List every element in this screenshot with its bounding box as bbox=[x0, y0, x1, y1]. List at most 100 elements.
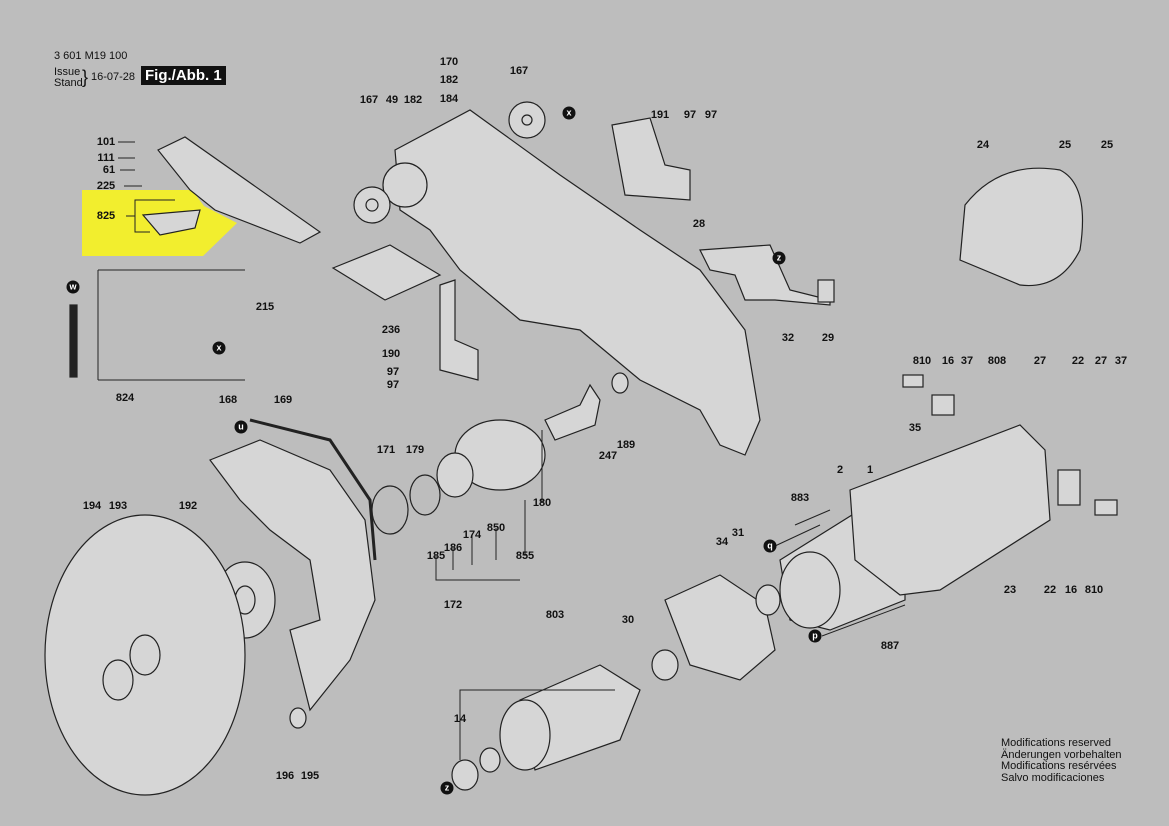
part-callout: 196 bbox=[275, 770, 295, 782]
part-callout: 186 bbox=[443, 542, 463, 554]
issue-label: Issue bbox=[54, 66, 81, 78]
part-callout: 37 bbox=[960, 355, 974, 367]
part-callout: 824 bbox=[115, 392, 135, 404]
part-callout: 185 bbox=[426, 550, 446, 562]
note-de: Änderungen vorbehalten bbox=[1001, 748, 1122, 761]
part-callout: 167 bbox=[359, 94, 379, 106]
part-callout: 97 bbox=[683, 109, 697, 121]
lower-guard-168 bbox=[209, 439, 376, 712]
part-callout: 16 bbox=[941, 355, 955, 367]
part-callout: 247 bbox=[598, 450, 618, 462]
reference-marker: z bbox=[440, 781, 454, 795]
part-callout: 184 bbox=[439, 93, 459, 105]
part-callout: 25 bbox=[1100, 139, 1114, 151]
part-callout: 810 bbox=[912, 355, 932, 367]
reference-marker: x bbox=[212, 341, 226, 355]
bracket-190 bbox=[439, 279, 479, 381]
part-callout: 850 bbox=[486, 522, 506, 534]
part-callout: 225 bbox=[96, 180, 116, 192]
bracket-191 bbox=[611, 117, 691, 201]
plate-236 bbox=[331, 244, 442, 301]
part-callout: 61 bbox=[102, 164, 116, 176]
reference-marker: x bbox=[562, 106, 576, 120]
motor-housing-1 bbox=[849, 424, 1051, 596]
part-callout: 189 bbox=[616, 439, 636, 451]
part-callout: 1 bbox=[866, 464, 874, 476]
part-callout: 30 bbox=[621, 614, 635, 626]
part-callout: 182 bbox=[403, 94, 423, 106]
motor-cap-24 bbox=[959, 167, 1083, 287]
part-callout: 170 bbox=[439, 56, 459, 68]
part-callout: 31 bbox=[731, 527, 745, 539]
reference-marker: w bbox=[66, 280, 80, 294]
part-callout: 169 bbox=[273, 394, 293, 406]
part-callout: 27 bbox=[1033, 355, 1047, 367]
part-callout: 192 bbox=[178, 500, 198, 512]
figure-title: Fig./Abb. 1 bbox=[141, 66, 226, 85]
part-callout: 167 bbox=[509, 65, 529, 77]
part-callout: 97 bbox=[386, 379, 400, 391]
part-callout: 29 bbox=[821, 332, 835, 344]
stand-label: Stand bbox=[54, 77, 83, 89]
brace: } bbox=[82, 67, 89, 87]
reference-marker: z bbox=[772, 251, 786, 265]
upper-guard bbox=[157, 136, 322, 244]
part-callout: 111 bbox=[97, 152, 115, 164]
note-fr: Modifications resérvées bbox=[1001, 760, 1117, 772]
part-callout: 808 bbox=[987, 355, 1007, 367]
part-callout: 16 bbox=[1064, 584, 1078, 596]
part-callout: 97 bbox=[386, 366, 400, 378]
part-callout: 215 bbox=[255, 301, 275, 313]
seal-169 bbox=[249, 418, 377, 561]
part-callout: 2 bbox=[836, 464, 844, 476]
knob-29 bbox=[817, 279, 835, 303]
part-callout: 190 bbox=[381, 348, 401, 360]
part-callout: 24 bbox=[976, 139, 990, 151]
part-callout: 855 bbox=[515, 550, 535, 562]
fan-housing-34 bbox=[664, 574, 776, 681]
part-callout: 887 bbox=[880, 640, 900, 652]
part-callout: 174 bbox=[462, 529, 482, 541]
part-callout: 101 bbox=[96, 136, 116, 148]
part-callout: 23 bbox=[1003, 584, 1017, 596]
part-callout: 22 bbox=[1043, 584, 1057, 596]
part-callout: 191 bbox=[650, 109, 670, 121]
lever-32 bbox=[699, 244, 831, 306]
part-callout: 236 bbox=[381, 324, 401, 336]
part-callout: 171 bbox=[376, 444, 396, 456]
main-housing bbox=[394, 109, 761, 456]
part-callout: 180 bbox=[532, 497, 552, 509]
part-callout: 803 bbox=[545, 609, 565, 621]
part-callout: 28 bbox=[692, 218, 706, 230]
reference-marker: p bbox=[808, 629, 822, 643]
part-callout: 37 bbox=[1114, 355, 1128, 367]
part-callout: 182 bbox=[439, 74, 459, 86]
part-callout: 35 bbox=[908, 422, 922, 434]
part-callout: 97 bbox=[704, 109, 718, 121]
bracket-825 bbox=[141, 209, 201, 236]
part-callout: 172 bbox=[443, 599, 463, 611]
part-callout: 195 bbox=[300, 770, 320, 782]
part-callout: 14 bbox=[453, 713, 467, 725]
part-callout: 168 bbox=[218, 394, 238, 406]
reference-marker: q bbox=[763, 539, 777, 553]
part-callout: 27 bbox=[1094, 355, 1108, 367]
part-callout: 193 bbox=[108, 500, 128, 512]
part-callout: 25 bbox=[1058, 139, 1072, 151]
part-callout: 49 bbox=[385, 94, 399, 106]
part-callout: 34 bbox=[715, 536, 729, 548]
part-callout: 32 bbox=[781, 332, 795, 344]
part-callout: 810 bbox=[1084, 584, 1104, 596]
issue-date: 16-07-28 bbox=[91, 71, 136, 83]
part-callout: 883 bbox=[790, 492, 810, 504]
note-es: Salvo modificaciones bbox=[1001, 771, 1105, 784]
part-callout: 194 bbox=[82, 500, 102, 512]
note-en: Modifications reserved bbox=[1001, 737, 1112, 749]
part-number: 3 601 M19 100 bbox=[54, 50, 128, 62]
part-callout: 825 bbox=[96, 210, 116, 222]
part-callout: 22 bbox=[1071, 355, 1085, 367]
part-callout: 179 bbox=[405, 444, 425, 456]
modification-notes: Modifications reserved Änderungen vorbeh… bbox=[1001, 737, 1122, 784]
gear-shaft bbox=[544, 383, 601, 441]
